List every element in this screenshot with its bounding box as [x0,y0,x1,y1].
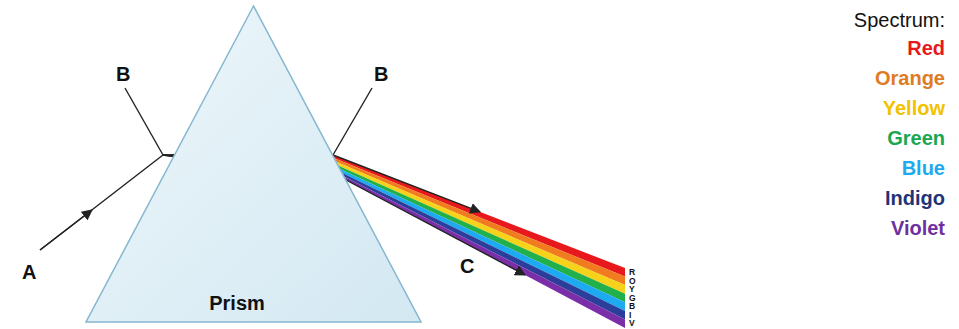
ray-arrow [163,155,268,169]
normal-line [333,88,372,155]
incident-ray [40,155,163,250]
color-name: Yellow [883,98,945,118]
prism-shape: Prism [85,5,422,323]
ray-arrow [40,210,92,250]
band-letter: G [629,294,636,303]
refracted-ray [163,154,333,155]
prism-triangle [86,6,421,322]
normal-letter: B [374,64,388,84]
ray-letter: C [460,256,474,276]
ray-arrow [346,180,525,275]
color-name: Blue [902,158,945,178]
color-name: Violet [891,218,945,238]
color-name: Green [887,128,945,148]
ray-letter: A [22,262,36,282]
band-letter: V [629,319,635,328]
color-name: Indigo [885,188,945,208]
band-letter: I [629,311,631,320]
refracted-ray [163,155,346,180]
prism-label: Prism [209,293,265,313]
normal-letter: B [116,64,130,84]
normal-line [125,88,163,155]
band-letter: R [629,268,635,277]
color-name: Orange [875,68,945,88]
prism-outline [85,5,422,323]
band-letter: B [629,302,635,311]
color-name: Red [907,38,945,58]
spectrum-heading: Spectrum: [854,10,945,30]
band-letter: O [629,277,636,286]
band-letter: Y [629,285,635,294]
ray-arrow [333,155,480,212]
ray-arrow [163,154,255,155]
